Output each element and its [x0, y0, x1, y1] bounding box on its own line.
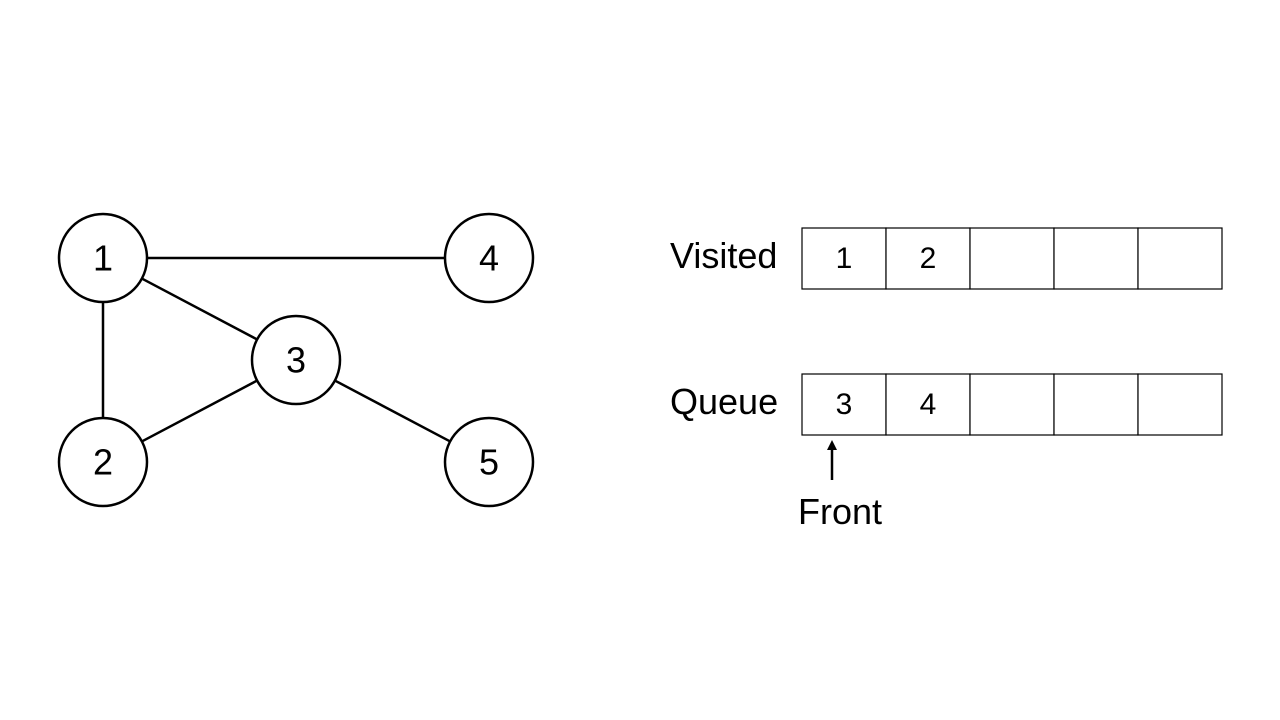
node-label: 1	[93, 238, 113, 279]
node-circle	[250, 314, 342, 406]
queue-cell	[1053, 373, 1139, 436]
edge-3-5	[334, 379, 451, 443]
front-label: Front	[798, 491, 882, 532]
edge-2-3	[141, 379, 258, 443]
node-label: 5	[479, 442, 499, 483]
node-label: 3	[286, 340, 306, 381]
node-label: 2	[93, 442, 113, 483]
graph-node-2: 2	[57, 416, 149, 508]
front-arrow-head	[827, 440, 837, 450]
visited-cell	[801, 227, 887, 290]
visited-cell	[969, 227, 1055, 290]
graph-nodes: 1 2 3 4 5	[57, 212, 535, 508]
visited-label: Visited	[670, 235, 777, 276]
visited-cell-value: 2	[920, 242, 937, 275]
queue-cell	[969, 373, 1055, 436]
queue-cell	[801, 373, 887, 436]
node-circle	[443, 416, 535, 508]
queue-cell-value: 3	[836, 388, 853, 421]
node-circle	[57, 212, 149, 304]
node-label: 4	[479, 238, 499, 279]
graph-edges	[101, 256, 451, 443]
queue-cell-value: 4	[920, 388, 937, 421]
graph-node-5: 5	[443, 416, 535, 508]
visited-cell	[1053, 227, 1139, 290]
node-circle	[57, 416, 149, 508]
graph-node-3: 3	[250, 314, 342, 406]
node-circle	[443, 212, 535, 304]
front-pointer: Front	[798, 440, 882, 532]
edge-1-3	[141, 277, 258, 341]
queue-label: Queue	[670, 381, 778, 422]
graph-node-1: 1	[57, 212, 149, 304]
graph-node-4: 4	[443, 212, 535, 304]
queue-cell	[1137, 373, 1223, 436]
visited-cell-value: 1	[836, 242, 853, 275]
visited-cell	[885, 227, 971, 290]
visited-cell	[1137, 227, 1223, 290]
